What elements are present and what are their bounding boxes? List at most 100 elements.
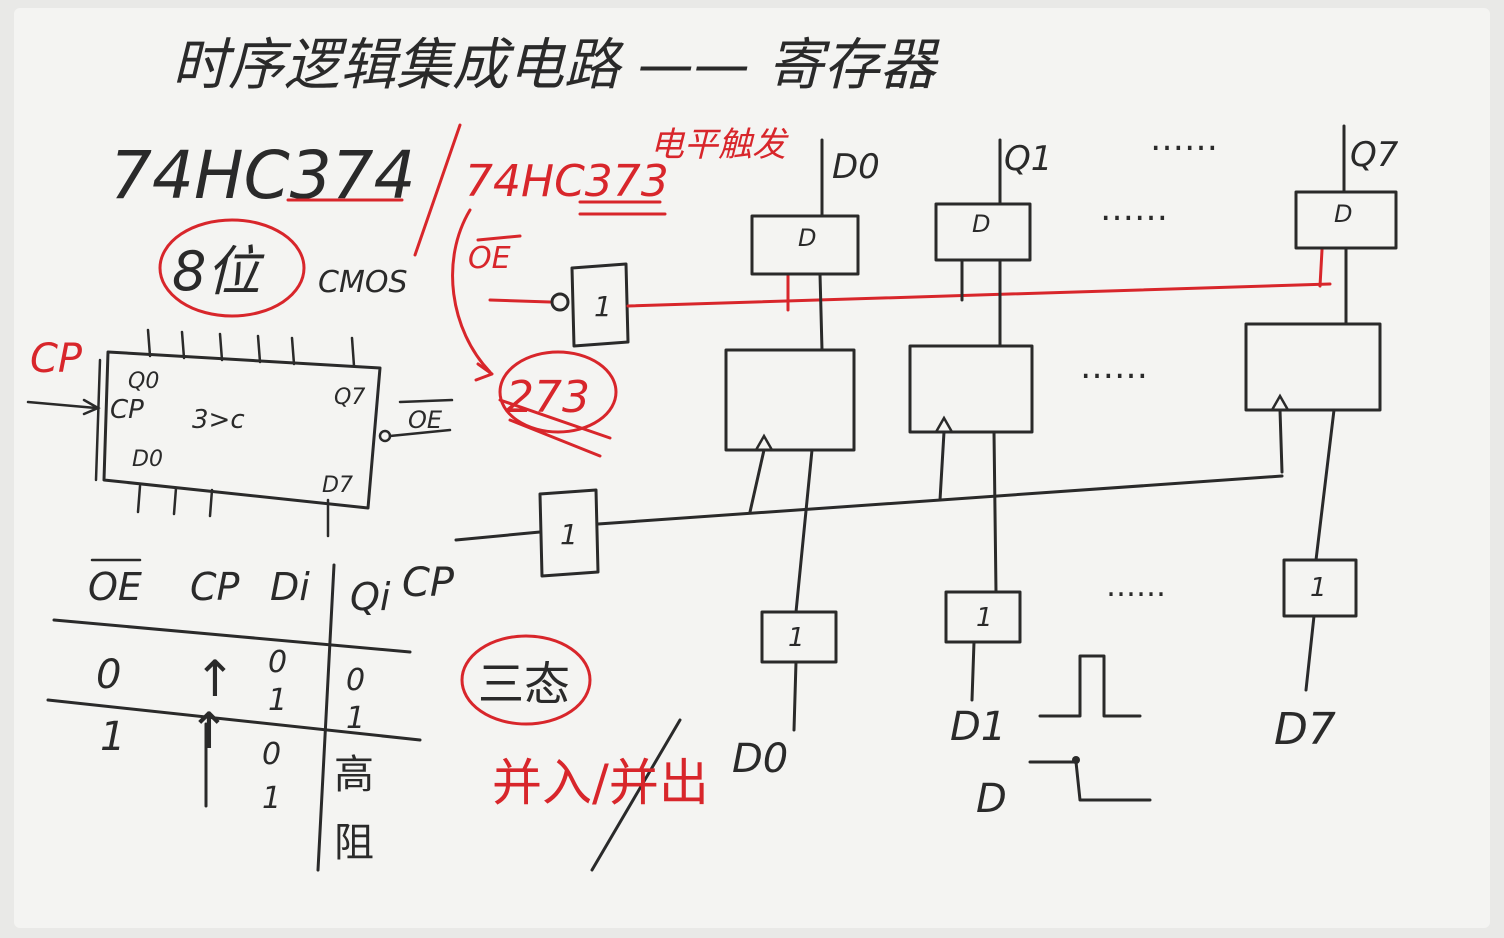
pulse-waveform [1028, 654, 1152, 802]
ellipsis-tristate: …… [1100, 189, 1168, 229]
row1-oe: 0 [96, 652, 121, 698]
chip-d7: D7 [322, 473, 353, 498]
pulse-upper [1038, 654, 1142, 718]
oe-input-line [388, 428, 452, 438]
tech-label: CMOS [318, 265, 408, 300]
cp-clock-bus [596, 474, 1284, 526]
table-header-qi: Qi [350, 575, 391, 619]
tristate-column-1 [934, 138, 1032, 348]
top-pin [290, 336, 296, 366]
input-buffer-7 [1282, 558, 1358, 692]
table-header-rule [52, 618, 412, 654]
cp-buffer-label: 1 [560, 518, 578, 551]
tristate-box-label-7: D [1334, 200, 1352, 228]
arrow-head-icon [474, 362, 494, 382]
table-header-oe: OE [88, 565, 142, 609]
chip-func: 3>c [192, 405, 245, 435]
clock-wire-1 [938, 430, 946, 502]
cp-buffer [538, 488, 600, 578]
cp-input-wire [454, 530, 542, 542]
input-wire-0 [792, 660, 798, 732]
chip-outline [102, 350, 382, 510]
three-state-circle [460, 634, 592, 726]
flipflop-1 [908, 344, 1034, 594]
d-wire-0 [794, 448, 814, 614]
oe-buffer [570, 262, 630, 348]
oe-enable-tap-7 [1318, 248, 1324, 288]
row1-qi-0: 0 [346, 663, 365, 698]
c273-circle [498, 350, 618, 434]
table-col-rule [316, 563, 336, 872]
clock-triangle-icon [934, 415, 954, 434]
row1-di-0: 0 [268, 645, 287, 680]
tristate-box-label-0: D [798, 224, 816, 252]
clock-wire-7 [1278, 408, 1284, 474]
oe-enable-bus [626, 282, 1332, 308]
oe-buffer-label: 1 [594, 290, 612, 323]
c273-strike-1 [498, 398, 612, 440]
row2-cp-arrow-icon: ↑ [188, 702, 230, 760]
top-pin [146, 328, 152, 358]
flipflop-7 [1244, 322, 1382, 562]
top-pin [350, 336, 356, 368]
flipflop-box-7 [1244, 322, 1382, 412]
chip-left-edge [94, 358, 102, 482]
oe-to-273-arrow [451, 208, 492, 374]
ellipsis-input: …… [1106, 569, 1166, 604]
ff-to-tristate-0 [818, 272, 824, 352]
bottom-pin [172, 486, 178, 516]
input-label-7: D7 [1274, 704, 1336, 755]
input-buffer-box-0 [760, 610, 838, 664]
three-state-label: 三态 [478, 657, 570, 711]
ellipsis-top: …… [1150, 119, 1218, 159]
row2-qi-z: 阻 [334, 820, 374, 866]
input-buffer-label-7: 1 [1310, 573, 1327, 603]
chip-block [26, 328, 454, 538]
cp-input-line [26, 400, 98, 410]
tristate-box-0 [750, 214, 860, 276]
input-label-1: D1 [950, 704, 1006, 750]
row1-qi-1: 1 [346, 701, 365, 736]
oe-label: OE [468, 241, 511, 276]
bits-label: 8位 [172, 240, 265, 303]
truth-table: OE CP Di Qi 0 ↑ 0 1 0 1 1 ↑ 0 1 高 阻 [46, 558, 422, 872]
d-wire-1 [992, 430, 998, 594]
tristate-box-label-1: D [972, 210, 990, 238]
clock-triangle-icon [754, 433, 774, 452]
chip-74hc374: 74HC374 [110, 137, 416, 214]
output-label-0: D0 [832, 147, 880, 187]
chip-q0: Q0 [128, 369, 159, 394]
board-surface [14, 8, 1490, 928]
chip-q7: Q7 [334, 385, 365, 410]
cp-arrow-icon [82, 398, 101, 416]
slash-divider [413, 123, 462, 257]
table-header-cp: CP [190, 565, 240, 609]
row2-oe: 1 [100, 714, 125, 760]
pulse-lower [1028, 760, 1152, 802]
oe-input-wire [488, 298, 552, 304]
top-pin [218, 332, 224, 362]
input-buffer-label-0: 1 [788, 623, 805, 653]
row2-qi-high: 高 [334, 752, 374, 798]
in-out-slash [590, 718, 682, 872]
input-buffer-box-7 [1282, 558, 1358, 618]
clock-triangle-icon [1270, 393, 1290, 412]
output-label-7: Q7 [1350, 135, 1399, 175]
oe-overbar [398, 398, 454, 404]
input-buffer-1 [944, 590, 1022, 702]
tristate-column-7 [1294, 124, 1398, 326]
tristate-box-1 [934, 202, 1032, 262]
cp-label: CP [402, 560, 455, 606]
chip-cp-outside: CP [30, 336, 83, 382]
cp-path [454, 474, 1284, 578]
table-header-di: Di [270, 565, 310, 609]
top-pin [180, 330, 186, 360]
row2-di-1: 1 [262, 781, 281, 816]
output-label-1: Q1 [1004, 139, 1052, 179]
chip-oe: OE [408, 406, 443, 434]
flipflop-box-1 [908, 344, 1034, 434]
flipflop-0 [724, 348, 856, 614]
row1-di-1: 1 [268, 683, 287, 718]
